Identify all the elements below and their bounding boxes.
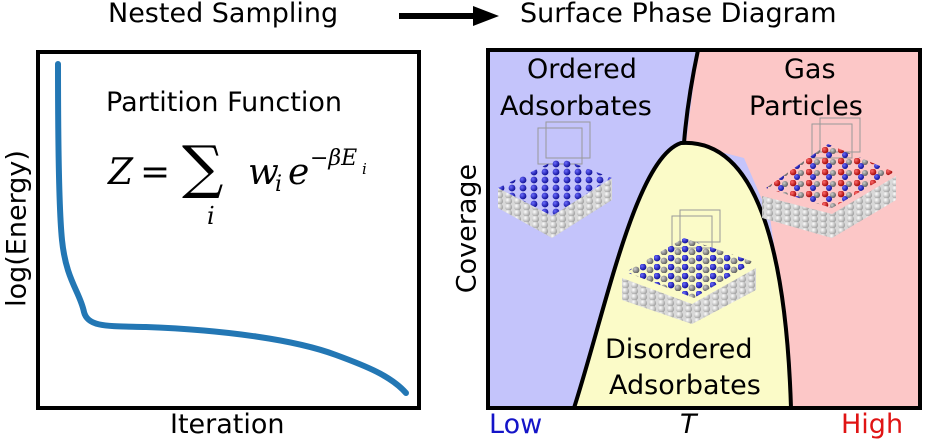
phase-diagram <box>486 48 922 410</box>
partition-function-title: Partition Function <box>106 87 342 118</box>
partition-function-formula: Z = ∑ i w i e −βE i <box>108 132 398 232</box>
formula-exp-power-sub: i <box>362 160 367 178</box>
ordered-label-line1: Ordered <box>527 54 637 85</box>
gas-label-line2: Particles <box>749 91 863 122</box>
disordered-label-line1: Disordered <box>605 334 753 365</box>
phase-diagram-frame <box>486 48 922 410</box>
sum-index: i <box>207 202 215 230</box>
formula-weight-sub: i <box>275 172 283 197</box>
formula-equals: = <box>140 152 171 193</box>
surface-phase-diagram-title: Surface Phase Diagram <box>520 0 837 29</box>
x-axis-low-label: Low <box>489 409 543 440</box>
x-axis-high-label: High <box>841 409 904 440</box>
left-y-axis-label: log(Energy) <box>1 150 33 307</box>
x-axis-temperature-label: T <box>680 409 697 440</box>
right-y-axis-label: Coverage <box>451 163 483 294</box>
formula-exp-base: e <box>288 152 310 193</box>
disordered-slab-image <box>622 209 756 324</box>
nested-sampling-plot <box>36 50 421 410</box>
arrow-right-icon <box>399 6 499 26</box>
ordered-slab-image <box>498 121 612 238</box>
disordered-label-line2: Adsorbates <box>609 370 761 401</box>
formula-exp-power: −βE <box>310 146 358 171</box>
gas-label-line1: Gas <box>784 54 836 85</box>
energy-curve <box>55 61 409 396</box>
sum-symbol: ∑ <box>182 133 224 201</box>
left-x-axis-label: Iteration <box>170 409 285 440</box>
formula-weight: w <box>248 152 279 193</box>
ordered-label-line2: Adsorbates <box>500 91 652 122</box>
formula-z: Z <box>108 152 134 193</box>
gas-slab-image <box>762 117 896 238</box>
ordered-gas-boundary <box>682 49 700 144</box>
disordered-boundary <box>572 140 793 409</box>
nested-sampling-title: Nested Sampling <box>108 0 339 29</box>
plot-frame <box>36 50 421 410</box>
